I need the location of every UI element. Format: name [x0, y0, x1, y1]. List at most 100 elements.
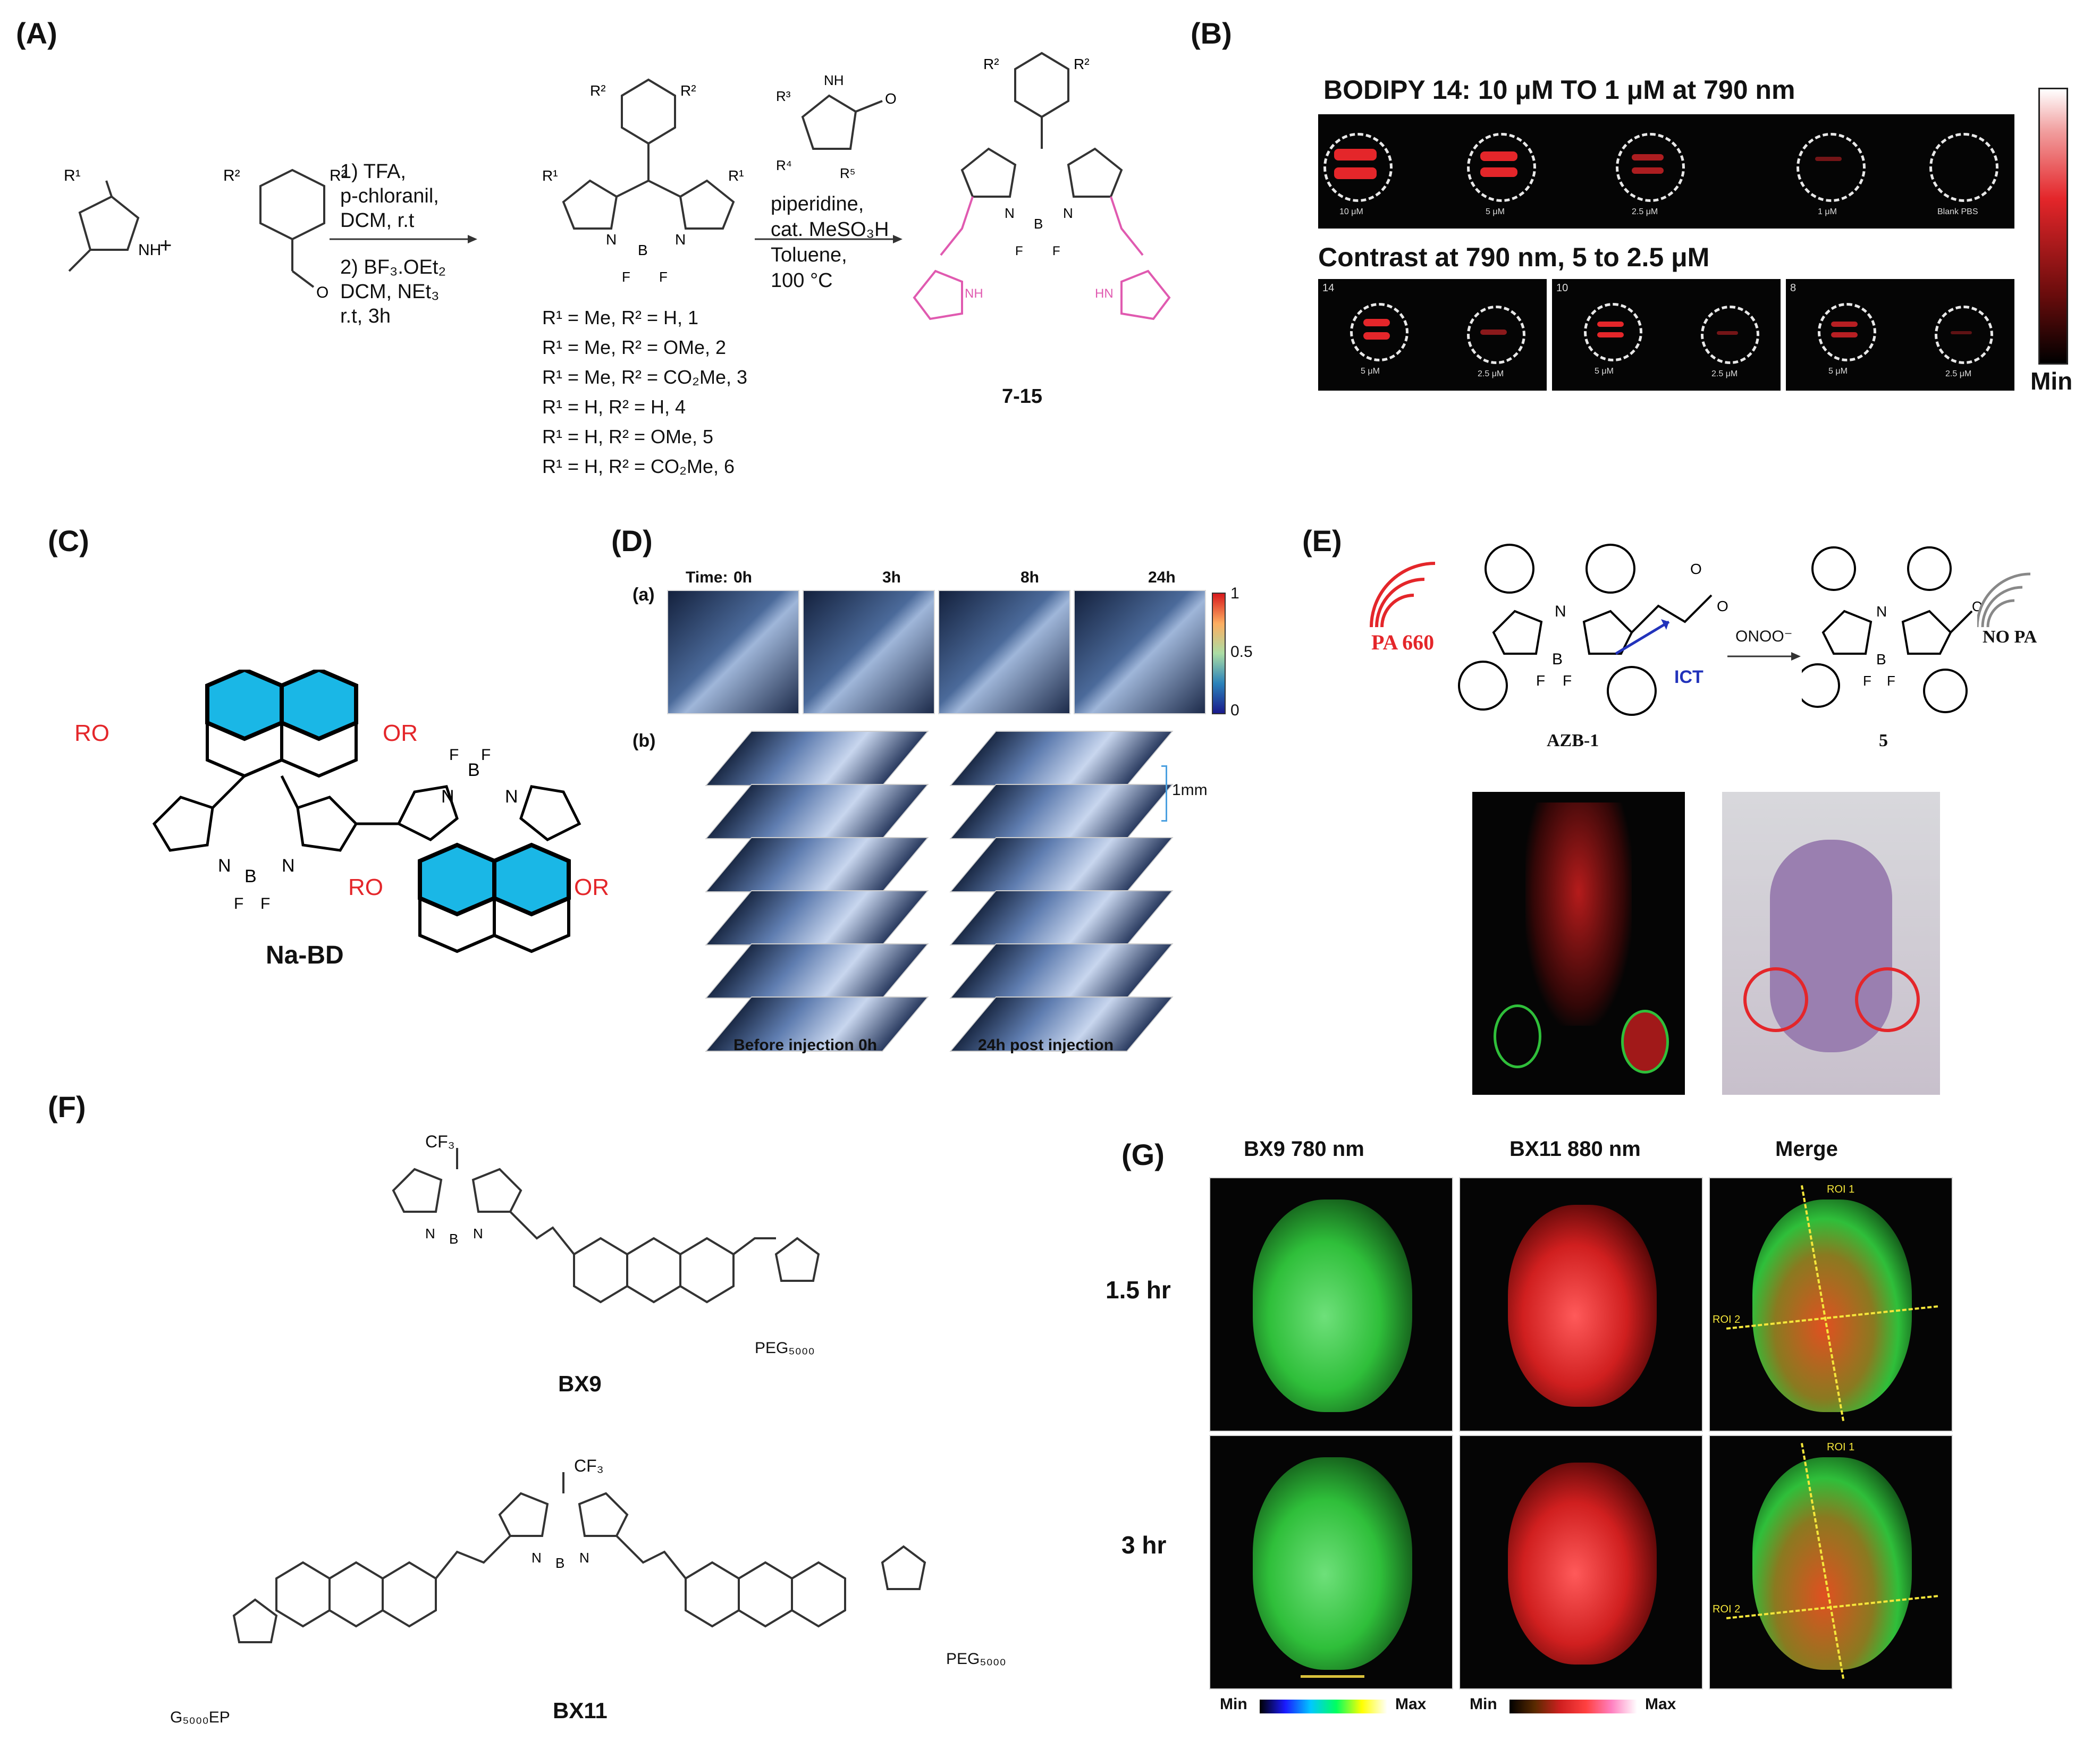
svg-text:B: B: [244, 866, 257, 886]
row-b-label: (b): [632, 731, 656, 751]
svg-text:NH: NH: [138, 241, 161, 259]
product-label: 7-15: [1002, 385, 1043, 408]
conc-label-10: 10 μM: [1339, 207, 1363, 216]
sub-conc-14a: 5 μM: [1361, 367, 1380, 376]
sub-conc-10b: 2.5 μM: [1711, 369, 1738, 378]
scan-8h: [938, 590, 1070, 714]
reaction-arrow-2: [755, 235, 903, 243]
product-5-label: 5: [1879, 731, 1888, 750]
svg-text:R¹: R¹: [64, 167, 81, 184]
svg-text:F: F: [1887, 673, 1895, 689]
step2-line3: r.t, 3h: [340, 305, 391, 327]
contrast-image-10: 10 5 μM 2.5 μM: [1552, 279, 1781, 391]
sub-ro-right: RO: [348, 874, 383, 900]
mouse-photo: [1722, 792, 1940, 1095]
svg-text:F: F: [1563, 672, 1572, 689]
svg-text:B: B: [1876, 651, 1886, 668]
conc-label-2-5: 2.5 μM: [1632, 207, 1658, 216]
azb-1-label: AZB-1: [1547, 731, 1599, 750]
scale-bar-d: [1161, 765, 1167, 822]
svg-text:N: N: [1876, 603, 1887, 620]
roi1-label-b: ROI 1: [1827, 1441, 1855, 1453]
roi2-label-a: ROI 2: [1713, 1314, 1741, 1325]
bx11-cf3: CF₃: [574, 1456, 604, 1475]
compound-1: R¹ = Me, R² = H, 1: [542, 307, 699, 328]
svg-text:N: N: [505, 787, 518, 807]
sub-id-8: 8: [1790, 282, 1797, 294]
scan-3h: [803, 590, 935, 714]
bx11-peg-left: G₅₀₀₀EP: [170, 1709, 230, 1726]
step2-line2: DCM, NEt₃: [340, 281, 440, 303]
compound-2: R¹ = Me, R² = OMe, 2: [542, 336, 727, 358]
svg-text:F: F: [1863, 673, 1871, 689]
svg-text:N: N: [425, 1226, 435, 1241]
svg-text:F: F: [1015, 244, 1023, 258]
svg-text:B: B: [555, 1555, 564, 1571]
svg-text:B: B: [1034, 216, 1043, 232]
svg-text:R⁴: R⁴: [776, 157, 792, 173]
colorscale-bx9: [1260, 1700, 1387, 1713]
svg-text:R³: R³: [776, 88, 791, 104]
colorbar-b: [2038, 88, 2068, 365]
col-header-merge: Merge: [1775, 1137, 1838, 1161]
map-merge-3hr: ROI 1 ROI 2: [1709, 1435, 1953, 1690]
contrast-image-8: 8 5 μM 2.5 μM: [1786, 279, 2014, 391]
step1-conditions: 1) TFA, p-chloranil, DCM, r.t: [340, 159, 439, 233]
svg-text:O: O: [885, 90, 897, 107]
contrast-image-14: 14 5 μM 2.5 μM: [1318, 279, 1547, 391]
svg-text:R¹: R¹: [542, 167, 558, 184]
svg-text:N: N: [1555, 603, 1566, 620]
step1-line2: p-chloranil,: [340, 185, 439, 207]
col-header-bx9: BX9 780 nm: [1244, 1137, 1364, 1161]
pa-660-label: PA 660: [1371, 630, 1435, 654]
scan-24h: [1074, 590, 1206, 714]
svg-text:F: F: [234, 895, 243, 913]
after-injection-label: 24h post injection: [978, 1036, 1114, 1054]
svg-text:F: F: [659, 269, 668, 285]
svg-text:N: N: [1005, 205, 1015, 221]
svg-text:N: N: [473, 1226, 483, 1241]
svg-text:N: N: [218, 856, 231, 876]
svg-text:R²: R²: [983, 56, 999, 72]
step3-line4: 100 °C: [771, 269, 833, 292]
time-3h: 3h: [882, 569, 901, 586]
scan-0h: [667, 590, 799, 714]
time-label: Time:: [686, 569, 728, 586]
svg-text:F: F: [449, 746, 459, 764]
svg-text:F: F: [1536, 672, 1545, 689]
svg-text:N: N: [532, 1550, 542, 1566]
svg-text:F: F: [260, 895, 270, 913]
sub-id-14: 14: [1322, 282, 1335, 294]
map-merge-1-5hr: ROI 1 ROI 2: [1709, 1177, 1953, 1432]
svg-text:NH: NH: [965, 286, 983, 301]
compound-list: R¹ = Me, R² = H, 1 R¹ = Me, R² = OMe, 2 …: [542, 303, 747, 482]
sub-or-right: OR: [574, 874, 609, 900]
bx11-peg-right: PEG₅₀₀₀: [946, 1650, 1006, 1668]
scale-bx11-min: Min: [1470, 1695, 1497, 1713]
bx11-label: BX11: [553, 1698, 608, 1723]
svg-text:B: B: [449, 1231, 458, 1247]
compound-5: R¹ = H, R² = OMe, 5: [542, 426, 714, 447]
svg-text:O: O: [1717, 598, 1728, 614]
step1-line1: 1) TFA,: [340, 161, 406, 183]
colorbar-d-1: 1: [1230, 585, 1239, 602]
compound-4: R¹ = H, R² = H, 4: [542, 396, 686, 418]
conc-label-5: 5 μM: [1486, 207, 1505, 216]
svg-text:R²: R²: [1074, 56, 1090, 72]
step3-line3: Toluene,: [771, 244, 847, 266]
svg-text:F: F: [481, 746, 491, 764]
sub-ro-left: RO: [74, 720, 109, 746]
map-bx9-1-5hr: [1209, 1177, 1453, 1432]
row-a-label: (a): [632, 585, 655, 605]
no-pa-label: NO PA: [1983, 627, 2037, 647]
sub-id-10: 10: [1556, 282, 1568, 294]
colorbar-d: [1212, 593, 1226, 714]
svg-text:R²: R²: [223, 167, 240, 184]
roi1-label-a: ROI 1: [1827, 1184, 1855, 1195]
panel-label-c: (C): [48, 524, 89, 557]
